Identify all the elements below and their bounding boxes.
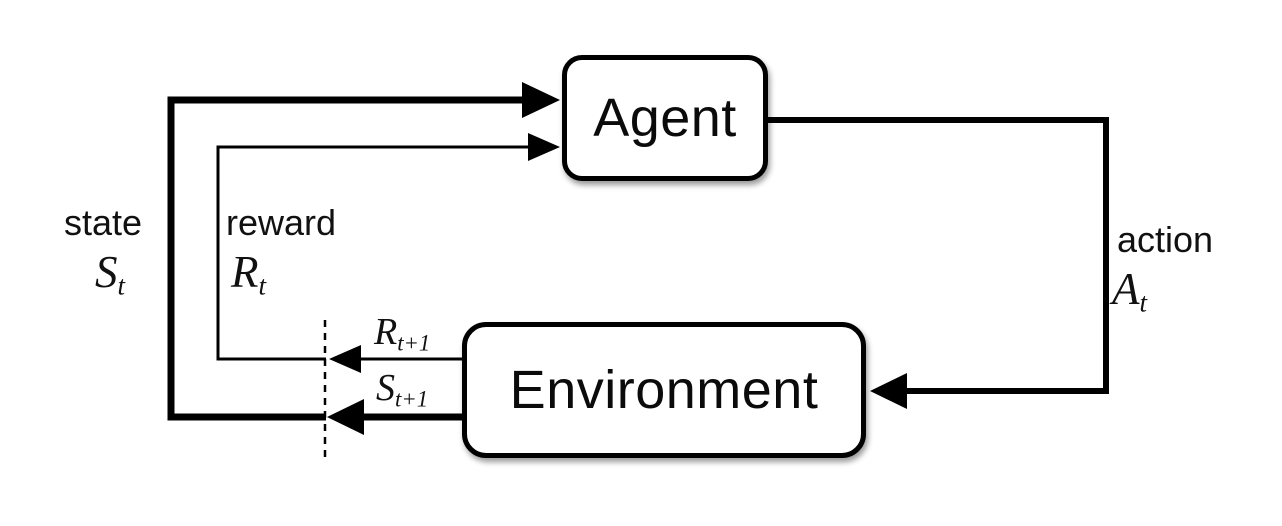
state-symbol: St [95, 247, 126, 301]
next-state-arrowhead [327, 399, 364, 435]
action-symbol: At [1112, 264, 1148, 318]
next-reward-symbol: Rt+1 [374, 311, 431, 356]
environment-node: Environment [462, 322, 866, 458]
next-reward-arrowhead [329, 345, 361, 373]
state-arrowhead [522, 82, 560, 118]
agent-node: Agent [562, 55, 768, 181]
next-state-symbol: St+1 [376, 367, 429, 412]
state-line [167, 96, 548, 421]
reward-symbol: Rt [231, 247, 267, 301]
environment-node-label: Environment [509, 360, 819, 420]
reward-line [216, 145, 550, 361]
reward-arrowhead [528, 133, 560, 161]
action-arrowhead [870, 373, 907, 409]
state-label: state [64, 202, 143, 243]
reward-label: reward [226, 202, 337, 243]
action-line [766, 117, 1109, 394]
agent-node-label: Agent [593, 88, 737, 148]
action-label: action [1117, 219, 1214, 260]
